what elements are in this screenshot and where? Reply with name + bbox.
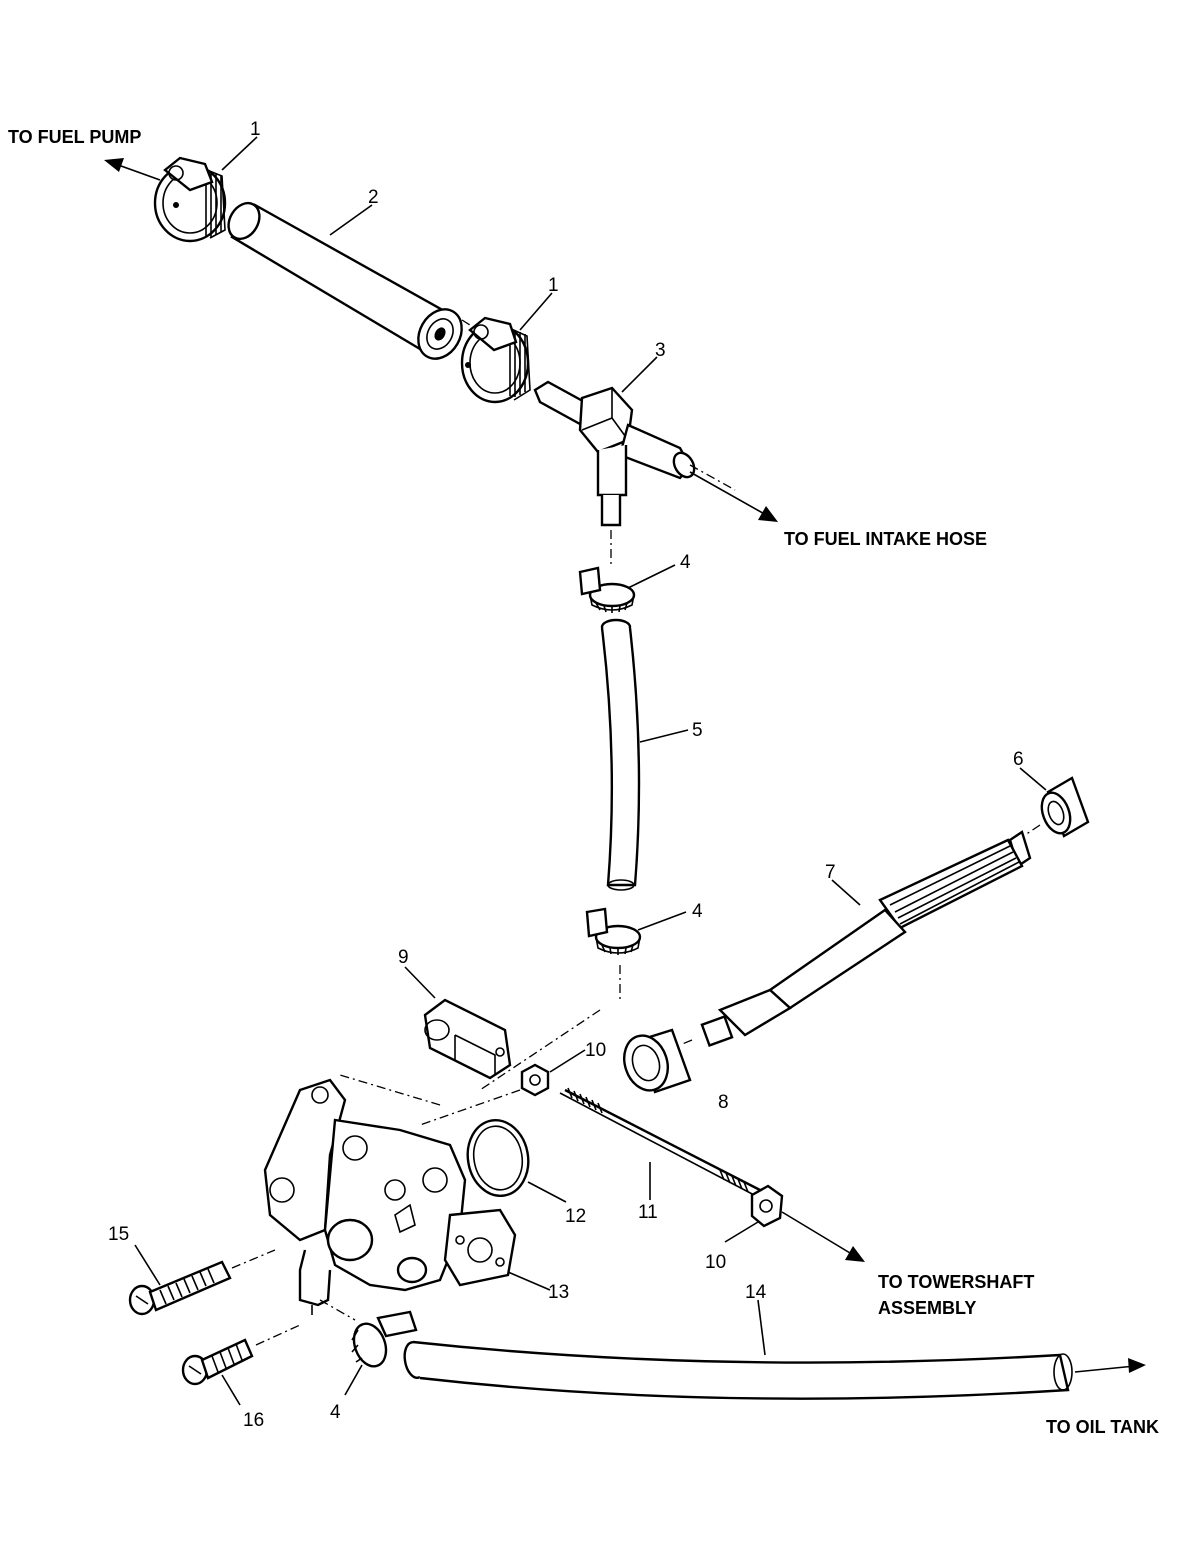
splined-shaft (679, 830, 1032, 1047)
label-assembly: ASSEMBLY (878, 1298, 976, 1318)
callout-clip-middle: 4 (692, 901, 703, 922)
screw-long (128, 1249, 276, 1316)
callout-clamp-top: 1 (250, 119, 261, 140)
arrow-to-towershaft (781, 1211, 865, 1262)
callout-tee-fitting: 3 (655, 340, 666, 361)
callout-clip-lower: 4 (330, 1402, 341, 1423)
callout-screw-short: 16 (243, 1410, 264, 1431)
callout-bushing: 6 (1013, 749, 1024, 770)
oil-hose (403, 1340, 1073, 1400)
callout-rod: 11 (638, 1202, 658, 1223)
bushing (1024, 776, 1090, 838)
o-ring (466, 1119, 530, 1197)
callout-clamp-middle: 1 (548, 275, 559, 296)
label-to-oil-tank: TO OIL TANK (1046, 1417, 1159, 1437)
callout-hose-small: 5 (692, 720, 703, 741)
arrow-to-fuel-intake-hose (689, 471, 778, 522)
leader-lines (134, 136, 1047, 1406)
link-bracket (423, 998, 512, 1080)
label-to-towershaft: TO TOWERSHAFT (878, 1272, 1034, 1292)
callout-clip-upper: 4 (680, 552, 691, 573)
callout-sleeve: 8 (718, 1092, 729, 1113)
callout-nut-lower: 10 (705, 1252, 726, 1273)
hose-clip-upper (578, 566, 636, 613)
callout-nut-upper: 10 (585, 1040, 606, 1061)
fuel-hose-small (600, 618, 641, 891)
arrow-to-fuel-pump (104, 158, 161, 181)
label-to-fuel-pump: TO FUEL PUMP (8, 127, 141, 147)
hex-nut-lower (750, 1184, 784, 1228)
hose-clip-middle (479, 907, 642, 1091)
callout-screw-long: 15 (108, 1224, 129, 1245)
callout-shaft: 7 (825, 862, 836, 883)
callout-o-ring: 12 (565, 1206, 586, 1227)
hose-clamp-top (153, 156, 227, 243)
hose-clamp-middle (460, 316, 531, 404)
callout-hose-large: 2 (368, 187, 379, 208)
fuel-hose-large (227, 201, 479, 360)
sleeve (623, 1028, 692, 1094)
threaded-rod (559, 1087, 761, 1197)
hose-clip-lower (351, 1310, 418, 1368)
oil-pump (263, 1074, 521, 1321)
arrow-to-oil-tank (1074, 1358, 1146, 1373)
tee-fitting (533, 380, 736, 565)
callout-oil-hose: 14 (745, 1282, 767, 1303)
label-to-fuel-intake-hose: TO FUEL INTAKE HOSE (784, 529, 987, 549)
screw-short (181, 1324, 301, 1386)
hex-nut-upper (520, 1063, 550, 1097)
callout-link: 9 (398, 947, 409, 968)
callout-oil-pump: 13 (548, 1282, 569, 1303)
